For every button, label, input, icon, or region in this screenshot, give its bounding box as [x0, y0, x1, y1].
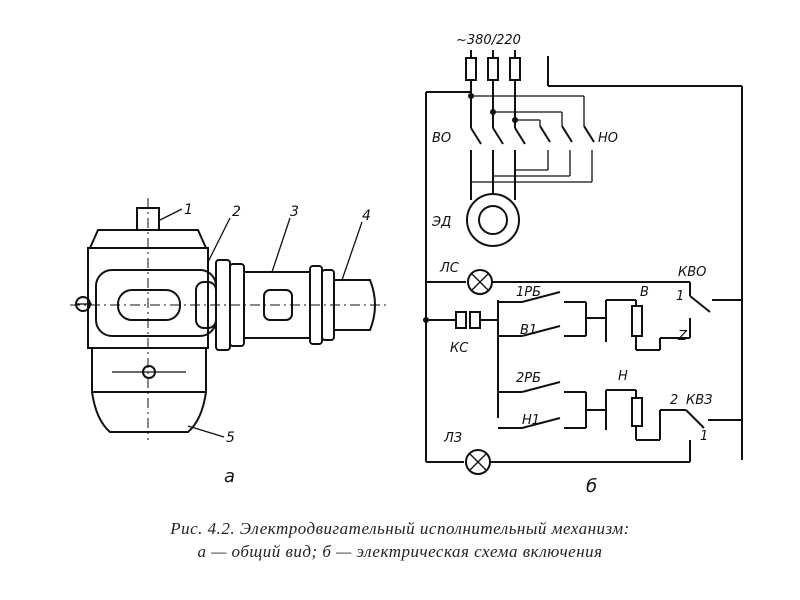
figure-caption-line-2: а — общий вид; б — электрическая схема в… [197, 542, 603, 561]
electrical-scheme [423, 50, 743, 475]
label-rb2: 2РБ [516, 371, 541, 386]
label-h: Н [618, 369, 628, 384]
sublabel-a: а [224, 466, 235, 487]
callout-2: 2 [232, 204, 241, 220]
supply-label: ~380/220 [456, 33, 521, 48]
terminal-1-upper: 1 [676, 289, 684, 304]
label-no: НО [598, 131, 618, 146]
label-h1: Н1 [522, 413, 540, 428]
label-ls: ЛС [439, 261, 460, 276]
figure-caption-line-1: Рис. 4.2. Электродвигательный исполнител… [170, 519, 630, 538]
label-vo: ВО [432, 131, 451, 146]
label-b1: В1 [520, 323, 537, 338]
callout-5: 5 [226, 430, 235, 446]
label-ed: ЭД [431, 215, 451, 230]
mechanism-general-view [70, 198, 390, 440]
sublabel-b: б [586, 476, 597, 497]
label-rb1: 1РБ [516, 285, 541, 300]
terminal-z: Z [677, 329, 688, 344]
label-kvz: КВЗ [686, 393, 712, 408]
callout-4: 4 [362, 208, 371, 224]
callout-3: 3 [290, 204, 299, 220]
label-v: В [640, 285, 649, 300]
label-lz: ЛЗ [443, 431, 462, 446]
callout-1: 1 [184, 202, 193, 218]
label-kvo: КВО [678, 265, 706, 280]
terminal-2: 2 [670, 393, 678, 408]
terminal-1-lower: 1 [700, 429, 708, 444]
label-ks: КС [450, 341, 469, 356]
